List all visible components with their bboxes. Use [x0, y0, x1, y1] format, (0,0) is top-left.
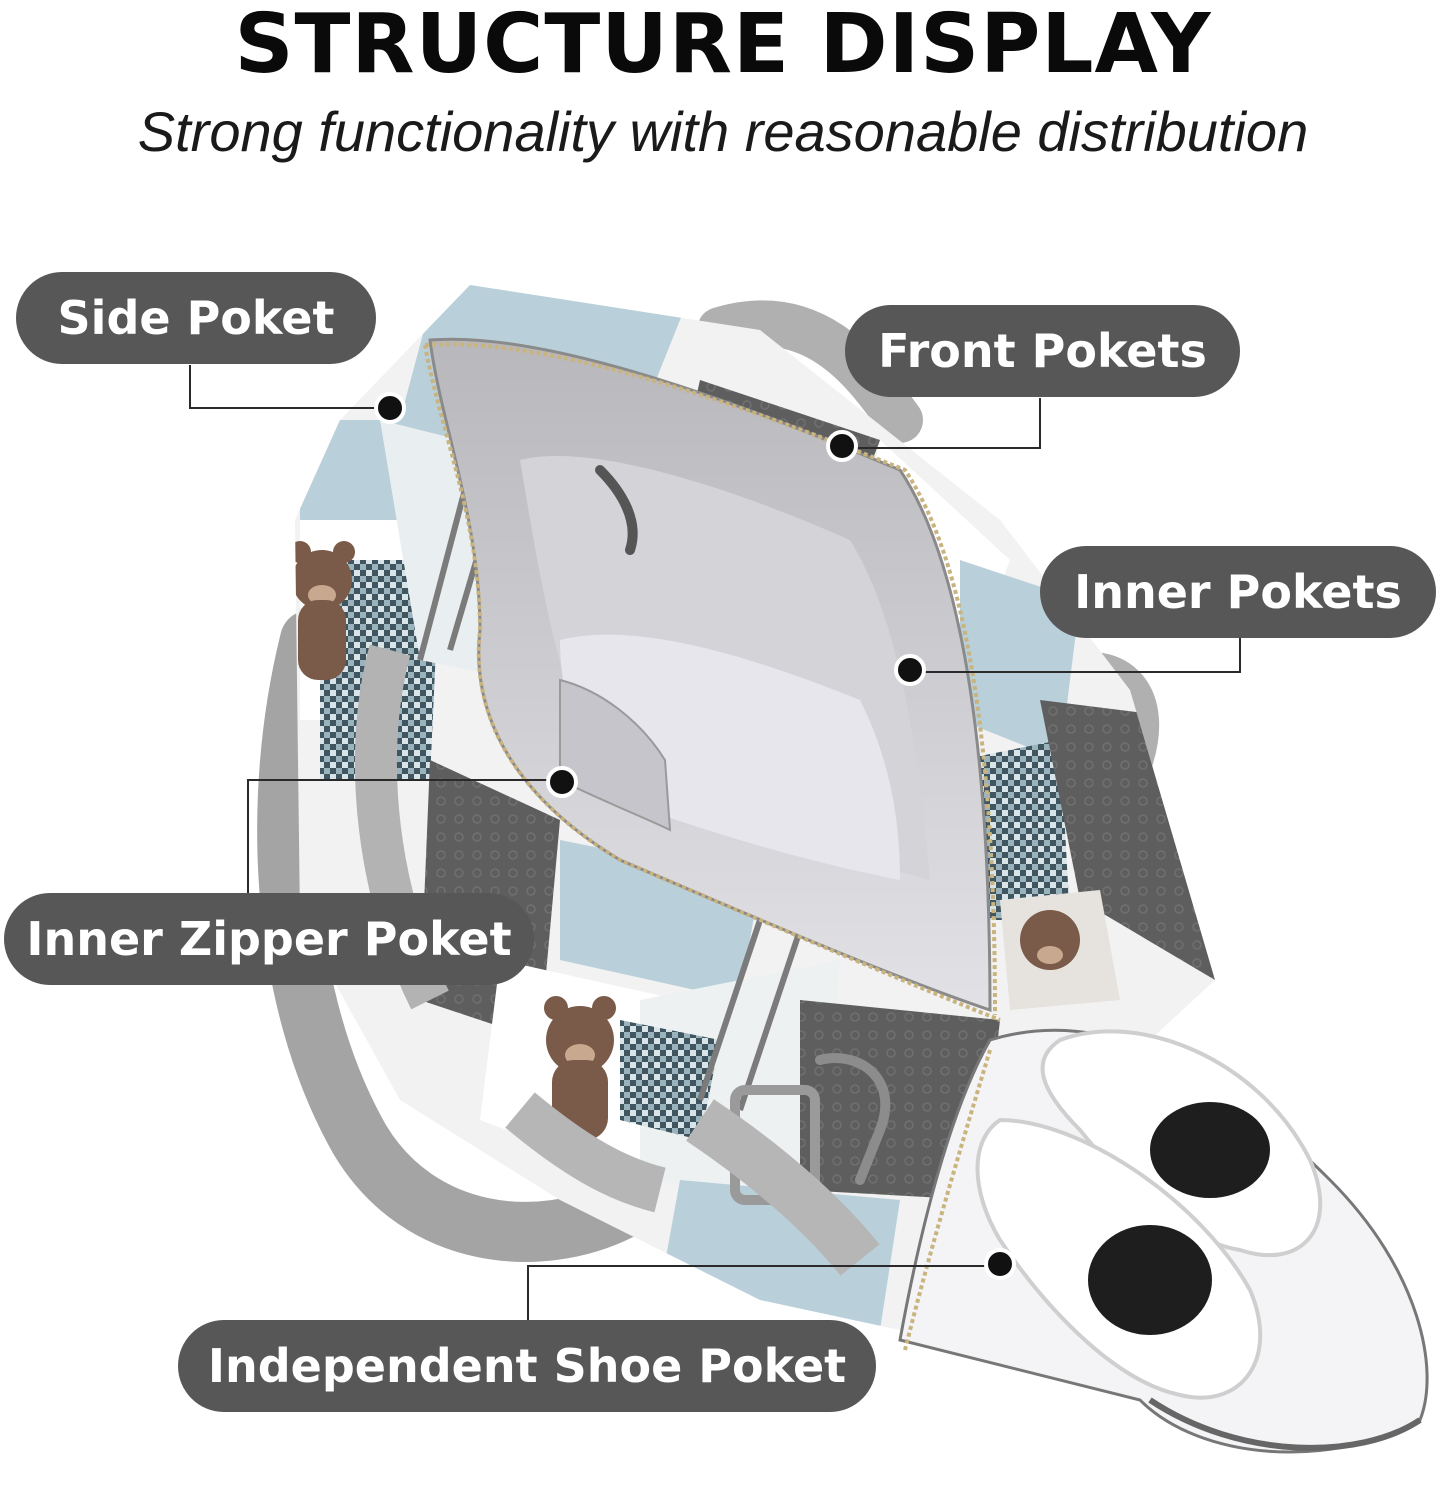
callout-leader-lines — [189, 365, 1241, 1322]
inner-pokets-text: Inner Pokets — [1074, 565, 1402, 619]
strap-hardware — [354, 644, 891, 1276]
page-title: STRUCTURE DISPLAY — [234, 0, 1212, 92]
front-pokets-text: Front Pokets — [878, 324, 1207, 378]
side-poket-label: Side Poket — [16, 272, 376, 364]
side-poket-text: Side Poket — [57, 291, 335, 345]
page-subtitle: Strong functionality with reasonable dis… — [137, 100, 1309, 163]
inner-pokets-label: Inner Pokets — [1040, 546, 1436, 638]
front-pokets-label: Front Pokets — [845, 305, 1240, 397]
front-pokets-dot — [826, 430, 858, 462]
bag-interior — [423, 337, 1001, 1022]
inner-zipper-poket-dot — [546, 766, 578, 798]
inner-zipper-poket-label: Inner Zipper Poket — [4, 893, 534, 985]
side-poket-dot — [374, 392, 406, 424]
inner-pokets-dot — [894, 654, 926, 686]
independent-shoe-poket-text: Independent Shoe Poket — [207, 1339, 847, 1393]
independent-shoe-poket-label: Independent Shoe Poket — [178, 1320, 876, 1412]
shoe-poket-dot — [984, 1248, 1016, 1280]
sneaker — [975, 1029, 1323, 1400]
shoe-compartment — [898, 1028, 1429, 1454]
inner-zipper-poket-text: Inner Zipper Poket — [26, 912, 512, 966]
callout-dots — [374, 392, 1016, 1280]
